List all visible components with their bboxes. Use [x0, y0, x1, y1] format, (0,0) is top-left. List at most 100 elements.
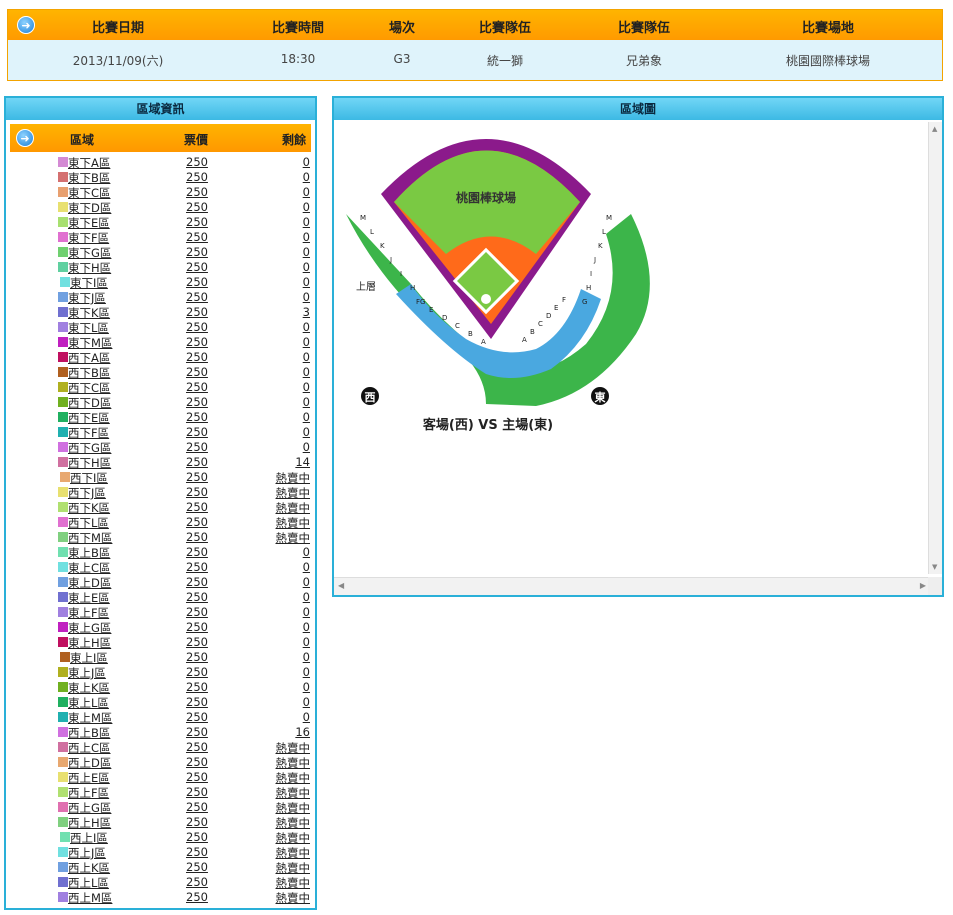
- zone-price-link[interactable]: 250: [186, 725, 208, 739]
- zone-name-link[interactable]: 東上K區: [68, 681, 111, 695]
- zone-remaining-link[interactable]: 熱賣中: [275, 501, 311, 515]
- zone-price-link[interactable]: 250: [186, 665, 208, 679]
- zone-price-link[interactable]: 250: [186, 305, 208, 319]
- zone-remaining-link[interactable]: 熱賣中: [275, 531, 311, 545]
- zone-price-link[interactable]: 250: [186, 215, 208, 229]
- zone-name-link[interactable]: 西下L區: [68, 516, 109, 530]
- zone-price-link[interactable]: 250: [186, 515, 208, 529]
- zone-price-link[interactable]: 250: [186, 500, 208, 514]
- zone-remaining-link[interactable]: 0: [302, 290, 310, 304]
- zone-price-link[interactable]: 250: [186, 830, 208, 844]
- zone-remaining-link[interactable]: 0: [302, 260, 310, 274]
- zone-price-link[interactable]: 250: [186, 350, 208, 364]
- zone-name-link[interactable]: 西下K區: [68, 501, 111, 515]
- zone-remaining-link[interactable]: 0: [302, 575, 310, 589]
- zone-remaining-link[interactable]: 0: [302, 560, 310, 574]
- zone-name-link[interactable]: 東下C區: [68, 186, 111, 200]
- lower-seats[interactable]: [396, 284, 601, 378]
- zone-name-link[interactable]: 東上B區: [68, 546, 111, 560]
- zone-price-link[interactable]: 250: [186, 785, 208, 799]
- zone-remaining-link[interactable]: 熱賣中: [275, 891, 311, 905]
- zone-remaining-link[interactable]: 0: [302, 380, 310, 394]
- scroll-down-icon[interactable]: ▼: [932, 563, 938, 571]
- zone-remaining-link[interactable]: 0: [302, 185, 310, 199]
- zone-price-link[interactable]: 250: [186, 695, 208, 709]
- zone-name-link[interactable]: 東上F區: [68, 606, 110, 620]
- zone-name-link[interactable]: 東上G區: [68, 621, 112, 635]
- zone-price-link[interactable]: 250: [186, 395, 208, 409]
- zone-price-link[interactable]: 250: [186, 185, 208, 199]
- zone-remaining-link[interactable]: 熱賣中: [275, 786, 311, 800]
- zone-price-link[interactable]: 250: [186, 290, 208, 304]
- zone-remaining-link[interactable]: 0: [302, 425, 310, 439]
- zone-price-link[interactable]: 250: [186, 440, 208, 454]
- zone-name-link[interactable]: 西上B區: [68, 726, 111, 740]
- zone-name-link[interactable]: 西下B區: [68, 366, 111, 380]
- zone-price-link[interactable]: 250: [186, 800, 208, 814]
- zone-price-link[interactable]: 250: [186, 680, 208, 694]
- zone-remaining-link[interactable]: 熱賣中: [275, 756, 311, 770]
- zone-name-link[interactable]: 西上D區: [68, 756, 112, 770]
- zone-price-link[interactable]: 250: [186, 545, 208, 559]
- zone-name-link[interactable]: 西上L區: [68, 876, 109, 890]
- zone-name-link[interactable]: 東下E區: [68, 216, 110, 230]
- zone-remaining-link[interactable]: 14: [295, 455, 310, 469]
- zone-name-link[interactable]: 西上M區: [68, 891, 113, 905]
- zone-remaining-link[interactable]: 3: [302, 305, 310, 319]
- scroll-left-icon[interactable]: ◀: [338, 581, 345, 590]
- zone-remaining-link[interactable]: 熱賣中: [275, 471, 311, 485]
- zone-name-link[interactable]: 西下E區: [68, 411, 110, 425]
- zone-remaining-link[interactable]: 0: [302, 410, 310, 424]
- zone-name-link[interactable]: 東下F區: [68, 231, 110, 245]
- zone-price-link[interactable]: 250: [186, 380, 208, 394]
- zone-name-link[interactable]: 西下J區: [68, 486, 106, 500]
- zone-name-link[interactable]: 東上H區: [68, 636, 112, 650]
- zone-price-link[interactable]: 250: [186, 575, 208, 589]
- zone-price-link[interactable]: 250: [186, 875, 208, 889]
- zone-remaining-link[interactable]: 0: [302, 350, 310, 364]
- zone-name-link[interactable]: 東下J區: [68, 291, 106, 305]
- zone-name-link[interactable]: 東下L區: [68, 321, 109, 335]
- zone-price-link[interactable]: 250: [186, 170, 208, 184]
- zone-remaining-link[interactable]: 0: [302, 635, 310, 649]
- zone-name-link[interactable]: 西上E區: [68, 771, 110, 785]
- zone-price-link[interactable]: 250: [186, 815, 208, 829]
- zone-price-link[interactable]: 250: [186, 155, 208, 169]
- zone-price-link[interactable]: 250: [186, 620, 208, 634]
- upper-seats[interactable]: [346, 214, 650, 406]
- zone-price-link[interactable]: 250: [186, 335, 208, 349]
- zone-name-link[interactable]: 西上F區: [68, 786, 110, 800]
- zone-price-link[interactable]: 250: [186, 890, 208, 904]
- zone-name-link[interactable]: 西下A區: [68, 351, 111, 365]
- zone-remaining-link[interactable]: 0: [302, 170, 310, 184]
- zone-price-link[interactable]: 250: [186, 410, 208, 424]
- zone-name-link[interactable]: 東下I區: [70, 276, 108, 290]
- scroll-right-icon[interactable]: ▶: [919, 581, 926, 590]
- zone-remaining-link[interactable]: 16: [295, 725, 310, 739]
- zone-remaining-link[interactable]: 熱賣中: [275, 876, 311, 890]
- zone-price-link[interactable]: 250: [186, 845, 208, 859]
- zone-price-link[interactable]: 250: [186, 860, 208, 874]
- zone-remaining-link[interactable]: 0: [302, 695, 310, 709]
- zone-name-link[interactable]: 西上J區: [68, 846, 106, 860]
- zone-price-link[interactable]: 250: [186, 740, 208, 754]
- zone-name-link[interactable]: 東上J區: [68, 666, 106, 680]
- zone-remaining-link[interactable]: 0: [302, 440, 310, 454]
- zone-price-link[interactable]: 250: [186, 770, 208, 784]
- zone-price-link[interactable]: 250: [186, 320, 208, 334]
- zone-price-link[interactable]: 250: [186, 560, 208, 574]
- zone-price-link[interactable]: 250: [186, 425, 208, 439]
- horizontal-scrollbar[interactable]: ◀▶: [334, 577, 930, 595]
- zone-name-link[interactable]: 西下C區: [68, 381, 111, 395]
- zone-price-link[interactable]: 250: [186, 275, 208, 289]
- zone-name-link[interactable]: 西下G區: [68, 441, 112, 455]
- zone-price-link[interactable]: 250: [186, 755, 208, 769]
- zone-remaining-link[interactable]: 0: [302, 680, 310, 694]
- zone-remaining-link[interactable]: 0: [302, 245, 310, 259]
- zone-price-link[interactable]: 250: [186, 605, 208, 619]
- zone-remaining-link[interactable]: 0: [302, 320, 310, 334]
- zone-name-link[interactable]: 東下B區: [68, 171, 111, 185]
- zone-price-link[interactable]: 250: [186, 245, 208, 259]
- zone-name-link[interactable]: 西下M區: [68, 531, 113, 545]
- zone-name-link[interactable]: 西下H區: [68, 456, 112, 470]
